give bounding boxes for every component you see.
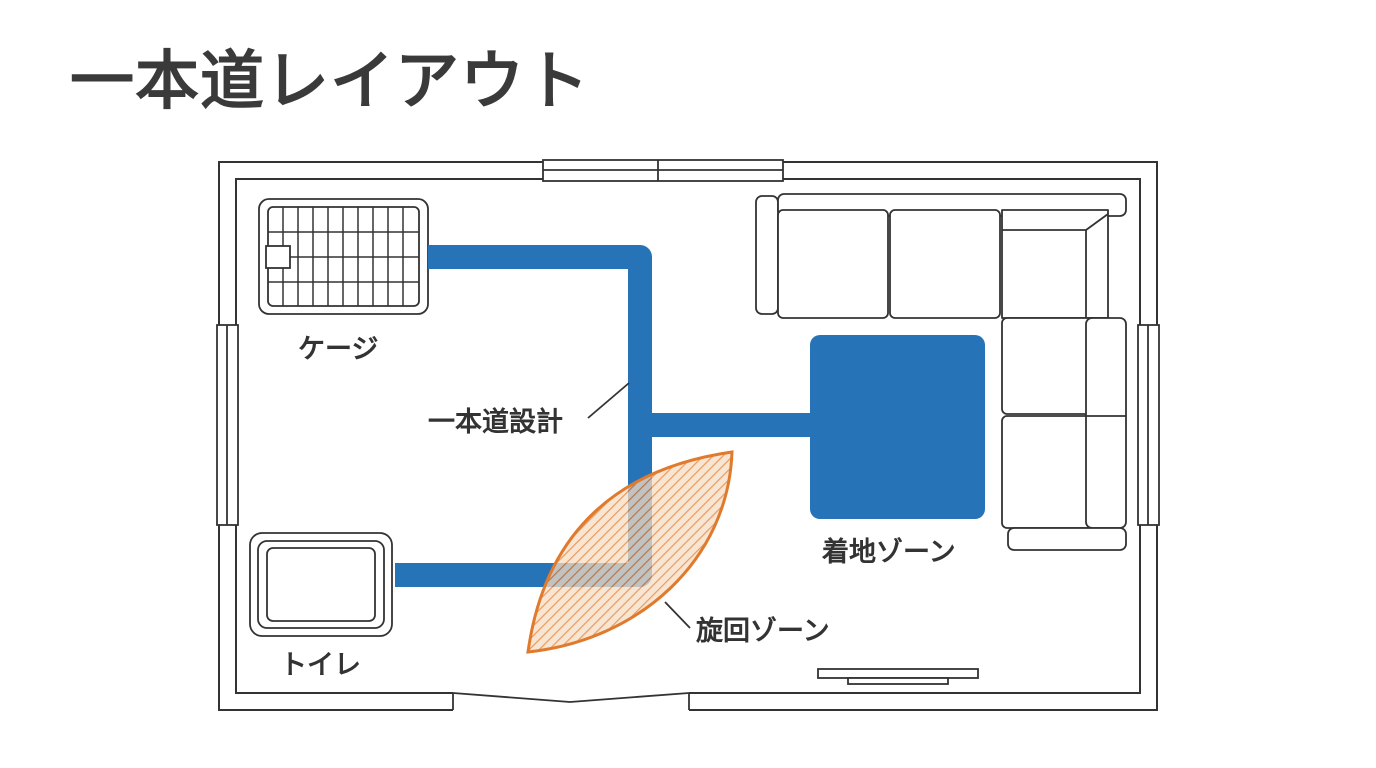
landing-zone — [810, 335, 985, 519]
path-label: 一本道設計 — [428, 406, 563, 438]
turn-zone — [526, 450, 734, 654]
cage — [258, 198, 429, 315]
page-title: 一本道レイアウト — [70, 45, 590, 119]
toilet-label: トイレ — [280, 650, 361, 681]
path-label-leader — [587, 382, 630, 419]
window-top — [542, 159, 784, 182]
door-bottom — [452, 690, 690, 712]
sofa — [755, 193, 1127, 551]
turn-zone-label: 旋回ゾーン — [696, 616, 830, 647]
turn-label-leader — [664, 601, 691, 629]
window-right — [1137, 324, 1160, 526]
one-way-path — [395, 245, 985, 587]
landing-zone-label: 着地ゾーン — [821, 536, 956, 568]
cabinet-bottom — [817, 668, 979, 685]
cage-label: ケージ — [298, 334, 378, 365]
toilet — [249, 532, 393, 637]
window-left — [216, 324, 239, 526]
